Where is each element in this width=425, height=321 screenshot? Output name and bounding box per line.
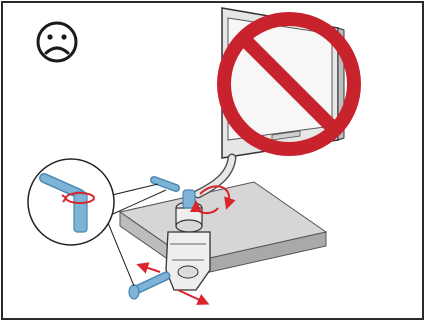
magnified-detail (28, 159, 114, 245)
